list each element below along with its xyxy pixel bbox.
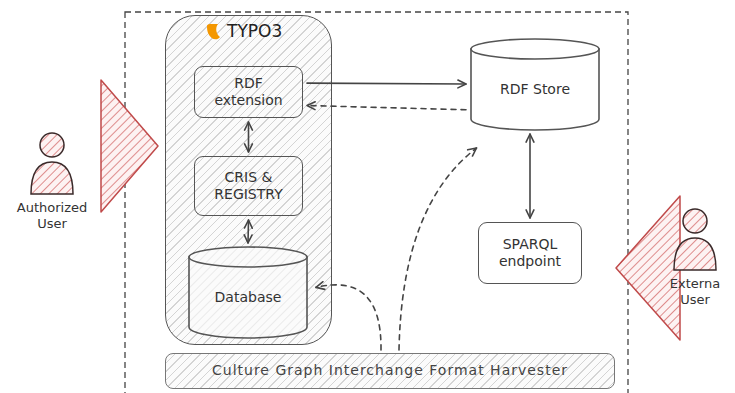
endpoint-box: SPARQL endpoint [478, 222, 582, 284]
store-cylinder: RDF Store [470, 38, 600, 130]
access-triangle [101, 80, 158, 212]
process-box: CRIS & REGISTRY [194, 156, 303, 216]
user-actor: Authorized User [2, 124, 102, 232]
database-cylinder: Database [188, 246, 308, 338]
actor-label: Externa User [658, 276, 732, 309]
node-label: CRIS & REGISTRY [203, 169, 294, 204]
container-header: TYPO3 [204, 21, 282, 42]
arrow-head [526, 134, 534, 142]
dashed-connector [399, 148, 477, 350]
person-icon [670, 206, 720, 272]
connector [529, 134, 531, 218]
arrow-head [468, 148, 477, 156]
access-triangle [616, 196, 680, 340]
harvester-band: Culture Graph Interchange Format Harvest… [165, 353, 615, 389]
process-box: RDF extension [194, 66, 303, 118]
user-actor: Externa User [658, 200, 732, 308]
cms-logo [204, 22, 224, 42]
actor-label: Authorized User [2, 200, 102, 233]
node-label: Database [215, 289, 282, 307]
arrow-head [458, 80, 466, 88]
container-title: TYPO3 [227, 21, 282, 42]
node-label: SPARQL endpoint [487, 236, 573, 271]
arrow-head [526, 210, 534, 218]
node-label: RDF extension [203, 75, 294, 110]
node-label: RDF Store [500, 81, 570, 99]
system-boundary [125, 12, 628, 393]
person-icon [27, 130, 77, 196]
cms-container: TYPO3RDF extensionCRIS & REGISTRY Databas… [165, 15, 332, 345]
node-label: Culture Graph Interchange Format Harvest… [212, 362, 568, 380]
